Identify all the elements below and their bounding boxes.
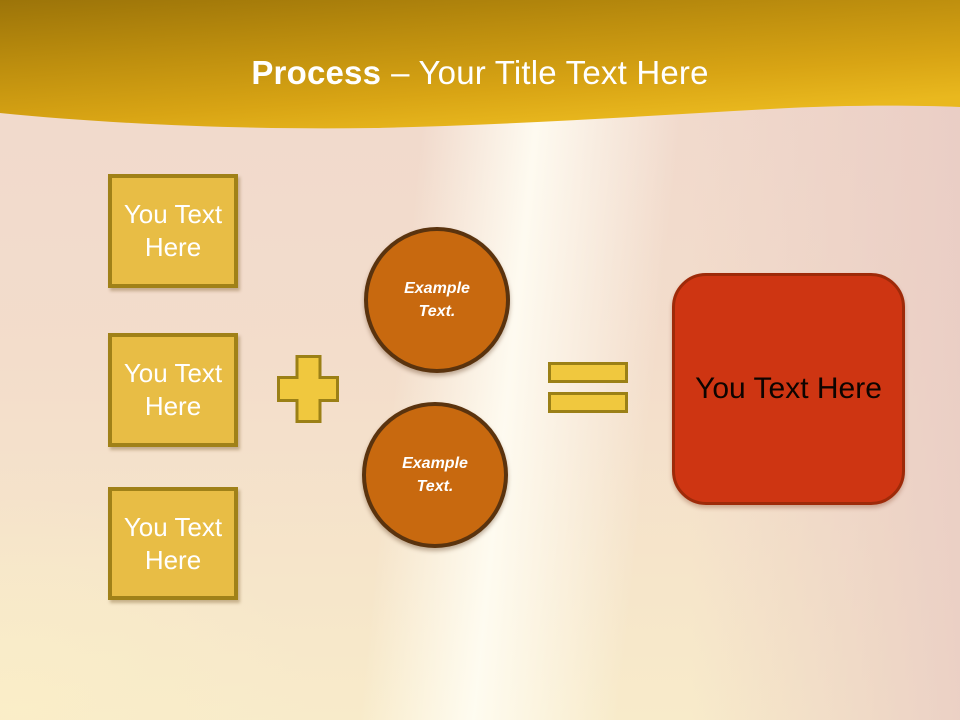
input-box-2-label: You Text Here bbox=[123, 358, 223, 421]
input-box-3: You Text Here bbox=[108, 487, 238, 600]
example-circle-2-label: Example Text. bbox=[402, 455, 468, 495]
slide-title: Process– Your Title Text Here bbox=[0, 54, 960, 92]
equals-icon bbox=[548, 362, 628, 413]
example-circle-1: Example Text. bbox=[364, 227, 510, 373]
result-box-label: You Text Here bbox=[695, 372, 882, 405]
title-subtitle: – Your Title Text Here bbox=[391, 54, 709, 91]
input-box-2: You Text Here bbox=[108, 333, 238, 447]
input-box-1: You Text Here bbox=[108, 174, 238, 288]
input-box-3-label: You Text Here bbox=[123, 511, 223, 575]
equals-bar-bottom bbox=[548, 392, 628, 413]
header-wave-shape bbox=[0, 0, 960, 129]
result-box: You Text Here bbox=[672, 273, 905, 505]
example-circle-2: Example Text. bbox=[362, 402, 508, 548]
plus-icon bbox=[277, 355, 339, 423]
input-box-1-label: You Text Here bbox=[123, 199, 223, 262]
equals-bar-top bbox=[548, 362, 628, 383]
example-circle-1-label: Example Text. bbox=[404, 280, 470, 320]
title-keyword: Process bbox=[251, 54, 382, 91]
